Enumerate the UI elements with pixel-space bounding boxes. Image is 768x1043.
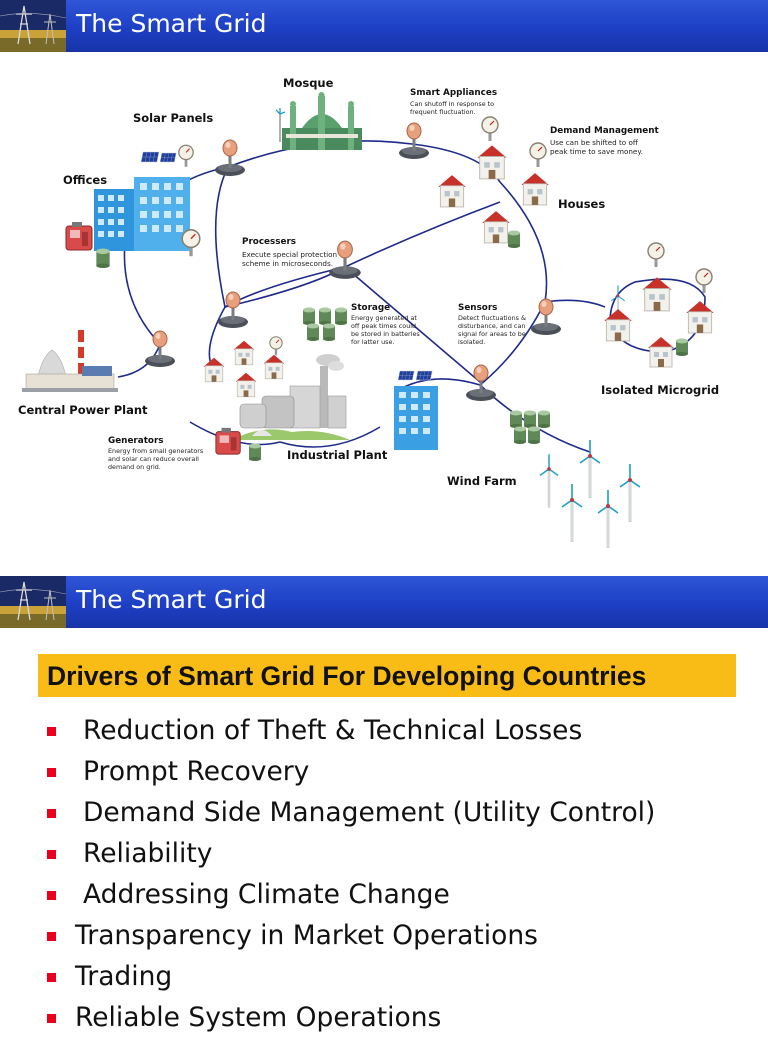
drivers-banner-text: Drivers of Smart Grid For Developing Cou…: [47, 661, 647, 691]
house-icon: [519, 170, 551, 206]
processor-node-icon: [397, 121, 431, 161]
industrial-plant-icon: [232, 354, 350, 440]
bullet-square-icon: [47, 891, 56, 900]
storage-battery-icon: [510, 410, 550, 444]
storage-description: Energy generated at off peak times could…: [351, 314, 420, 346]
slide2: The Smart Grid Drivers of Smart Grid For…: [0, 576, 768, 1033]
processor-node-icon: [213, 138, 247, 178]
house-icon: [646, 334, 676, 368]
wind-turbine-icon: [538, 452, 560, 508]
central-power-plant-icon: [22, 330, 118, 392]
gauge-icon: [646, 242, 666, 268]
wind-turbine-icon: [596, 488, 620, 548]
house-icon: [475, 142, 509, 180]
label-wind-farm: Wind Farm: [447, 474, 517, 488]
label-demand-management: Demand Management: [550, 126, 659, 136]
bullet-square-icon: [47, 850, 56, 859]
bullet-square-icon: [47, 809, 56, 818]
slide2-title: The Smart Grid: [76, 585, 267, 614]
bullet-square-icon: [47, 932, 56, 941]
generator-icon: [214, 424, 244, 458]
label-processors: Processers: [242, 237, 297, 247]
label-central-power-plant: Central Power Plant: [18, 403, 148, 417]
generators-description: Energy from small generators and solar c…: [108, 447, 204, 471]
bullet-square-icon: [47, 727, 56, 736]
power-pylon-icon: [0, 576, 66, 628]
bullet-square-icon: [47, 973, 56, 982]
solar-panel-icon: [398, 370, 416, 381]
label-solar-panels: Solar Panels: [133, 111, 214, 125]
bullet-square-icon: [47, 768, 56, 777]
sensor-node-icon: [464, 363, 498, 403]
sensor-node-icon: [529, 297, 563, 337]
slide1-title: The Smart Grid: [76, 9, 267, 38]
processors-description: Execute special protection scheme in mic…: [242, 250, 338, 268]
solar-panel-icon: [416, 370, 434, 381]
mosque-icon: [276, 92, 362, 150]
power-pylon-icon: [0, 0, 66, 52]
house-icon: [202, 355, 226, 383]
processor-node-icon: [216, 290, 250, 330]
house-icon: [602, 306, 634, 342]
solar-panel-icon: [160, 152, 178, 163]
label-isolated-microgrid: Isolated Microgrid: [601, 383, 720, 397]
house-icon: [640, 274, 674, 312]
gauge-icon: [694, 268, 714, 294]
demand-management-description: Use can be shifted to off peak time to s…: [550, 138, 643, 156]
storage-tank-icon: [248, 443, 262, 461]
wind-turbine-icon: [560, 482, 584, 542]
label-offices: Offices: [63, 173, 108, 187]
storage-battery-icon: [303, 307, 347, 341]
gauge-icon: [180, 228, 202, 258]
label-smart-appliances: Smart Appliances: [410, 88, 498, 98]
processor-node-icon: [143, 329, 177, 369]
storage-tank-icon: [675, 338, 689, 356]
label-sensors: Sensors: [458, 303, 498, 313]
bullet-square-icon: [47, 1014, 56, 1023]
label-generators: Generators: [108, 436, 164, 446]
house-icon: [684, 298, 716, 334]
label-industrial-plant: Industrial Plant: [287, 448, 388, 462]
house-icon: [436, 172, 468, 208]
office-building-icon: [394, 386, 438, 450]
smart-appliances-description: Can shutoff in response to frequent fluc…: [410, 100, 495, 116]
drivers-banner: Drivers of Smart Grid For Developing Cou…: [38, 654, 736, 697]
gauge-icon: [480, 116, 500, 142]
label-mosque: Mosque: [283, 76, 334, 90]
label-houses: Houses: [558, 197, 606, 211]
generator-icon: [64, 218, 96, 254]
gauge-icon: [528, 142, 548, 168]
sensors-description: Detect fluctuations & disturbance, and c…: [458, 314, 526, 346]
slide1-header: The Smart Grid: [0, 0, 768, 52]
storage-tank-icon: [95, 248, 111, 268]
label-storage: Storage: [351, 303, 391, 313]
slide2-header: The Smart Grid: [0, 576, 768, 628]
wind-turbine-icon: [618, 462, 642, 522]
smart-grid-diagram: Mosque Solar Panels Offices Smart Applia…: [0, 52, 768, 570]
gauge-icon: [177, 144, 195, 168]
solar-panel-icon: [141, 151, 161, 163]
offices-buildings-icon: [94, 177, 190, 251]
storage-tank-icon: [507, 230, 521, 248]
